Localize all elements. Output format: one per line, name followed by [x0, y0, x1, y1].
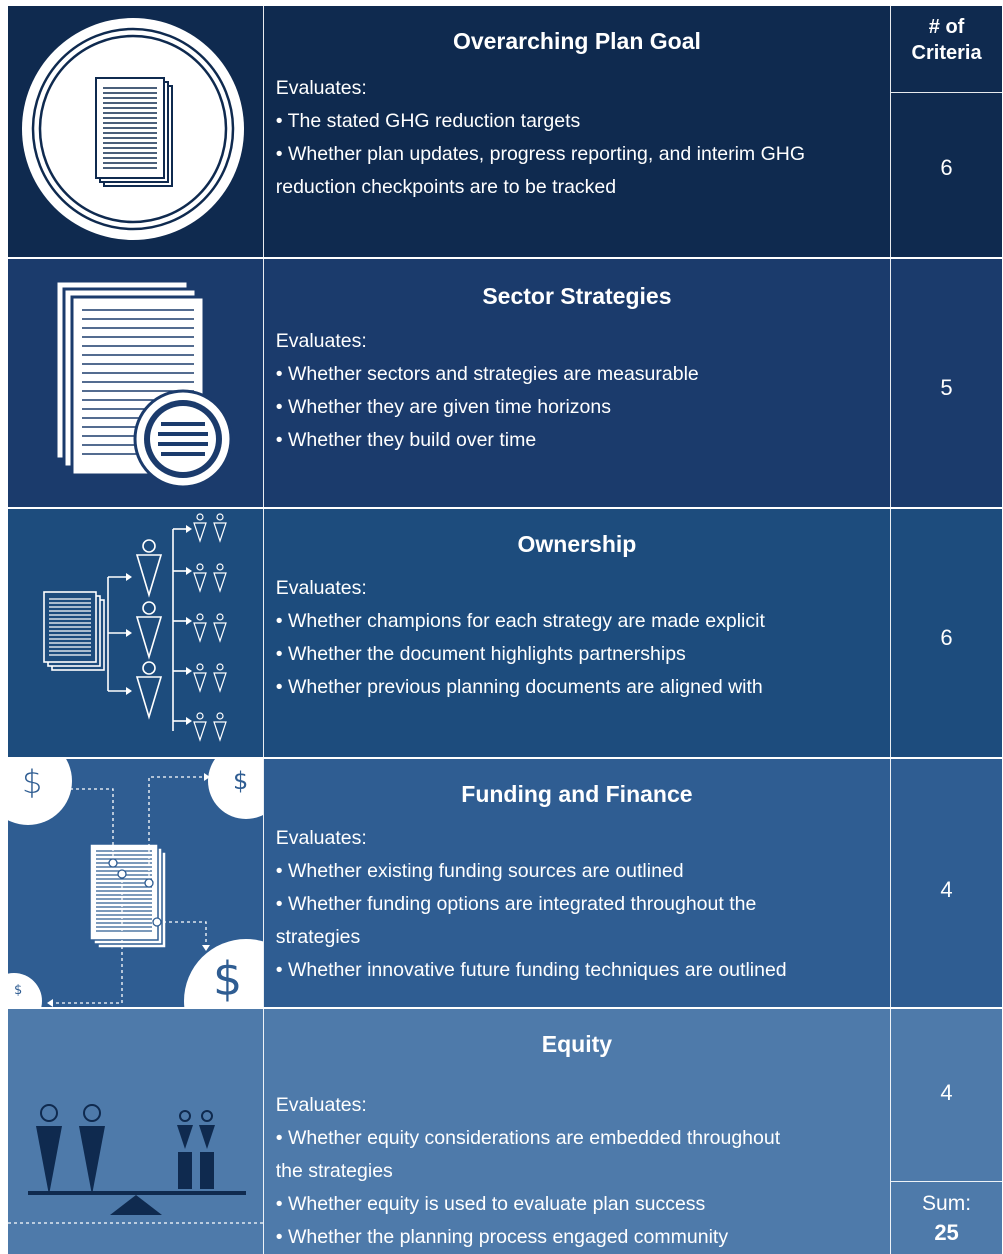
- dollar-icon: $: [213, 952, 242, 1006]
- criteria-line: • Whether the document highlights partne…: [275, 643, 686, 665]
- ownership-description: Ownership Evaluates: • Whether champions…: [264, 509, 892, 757]
- row-equity: Equity Evaluates: • Whether equity consi…: [8, 1009, 1002, 1254]
- evaluates-label: Evaluates:: [275, 77, 367, 99]
- row-overarching-plan-goal: Overarching Plan Goal Evaluates: • The s…: [8, 6, 1002, 257]
- criteria-count: 5: [940, 375, 953, 400]
- equity-description: Equity Evaluates: • Whether equity consi…: [264, 1009, 892, 1254]
- funding-description: Funding and Finance Evaluates: • Whether…: [264, 759, 892, 1007]
- sum-value: 25: [934, 1220, 959, 1245]
- funding-count-cell: 4: [891, 759, 1002, 1007]
- row-funding-and-finance: $ $ $ $: [8, 759, 1002, 1007]
- criteria-line: • Whether they build over time: [275, 429, 537, 451]
- sector-strategies-icon-cell: [8, 259, 264, 507]
- equity-icon-cell: [8, 1009, 264, 1254]
- criteria-line: reduction checkpoints are to be tracked: [275, 176, 617, 198]
- sum-cell: Sum: 25: [891, 1181, 1002, 1254]
- sector-strategies-description: Sector Strategies Evaluates: • Whether s…: [264, 259, 892, 507]
- criteria-line: • Whether equity considerations are embe…: [275, 1127, 781, 1149]
- criteria-line: • Whether plan updates, progress reporti…: [275, 143, 805, 165]
- funding-flow-icon: $ $ $ $: [8, 759, 263, 1007]
- evaluates-label: Evaluates:: [275, 1094, 367, 1116]
- criteria-line: strategies: [275, 926, 361, 948]
- criteria-line: the strategies: [275, 1160, 393, 1182]
- plan-goal-description: Overarching Plan Goal Evaluates: • The s…: [264, 6, 892, 257]
- criteria-header: # of Criteria: [891, 14, 1002, 66]
- org-chart-icon: [43, 513, 227, 742]
- criteria-header-line1: # of: [928, 16, 965, 38]
- equity-count-cell: 4 Sum: 25: [891, 1009, 1002, 1254]
- funding-icon-cell: $ $ $ $: [8, 759, 264, 1007]
- criteria-line: • Whether funding options are integrated…: [275, 893, 757, 915]
- criteria-line: • Whether the planning process engaged c…: [275, 1226, 729, 1248]
- criteria-line: • Whether existing funding sources are o…: [275, 860, 684, 882]
- document-list-icon: [54, 279, 233, 489]
- sector-strategies-count-cell: 5: [891, 259, 1002, 507]
- criteria-line: • Whether previous planning documents ar…: [275, 676, 763, 698]
- criteria-count: 4: [940, 1080, 953, 1105]
- criteria-line: • Whether they are given time horizons: [275, 396, 611, 418]
- row-ownership: Ownership Evaluates: • Whether champions…: [8, 509, 1002, 757]
- criteria-line: • Whether champions for each strategy ar…: [275, 610, 765, 632]
- evaluates-label: Evaluates:: [275, 827, 367, 849]
- dollar-icon: $: [14, 983, 22, 998]
- evaluates-label: Evaluates:: [275, 330, 367, 352]
- criteria-count: 4: [940, 877, 953, 902]
- plan-goal-icon-cell: [8, 6, 264, 257]
- plan-goal-count-cell: # of Criteria 6: [891, 6, 1002, 257]
- criteria-count: 6: [940, 625, 953, 650]
- dollar-icon: $: [233, 767, 248, 795]
- row-title: Funding and Finance: [461, 781, 693, 807]
- criteria-count: 6: [940, 155, 953, 180]
- document-seal-icon: [22, 18, 244, 240]
- ownership-icon-cell: [8, 509, 264, 757]
- evaluates-label: Evaluates:: [275, 577, 367, 599]
- row-title: Sector Strategies: [482, 283, 672, 309]
- row-title: Overarching Plan Goal: [452, 28, 701, 54]
- row-sector-strategies: Sector Strategies Evaluates: • Whether s…: [8, 259, 1002, 507]
- criteria-line: • Whether equity is used to evaluate pla…: [275, 1193, 706, 1215]
- row-title: Equity: [541, 1031, 613, 1057]
- row-title: Ownership: [517, 531, 637, 557]
- dollar-icon: $: [22, 763, 42, 801]
- criteria-line: • The stated GHG reduction targets: [275, 110, 581, 132]
- balance-scale-icon: [8, 1104, 263, 1224]
- criteria-header-line2: Criteria: [911, 42, 982, 64]
- ownership-count-cell: 6: [891, 509, 1002, 757]
- sum-label: Sum:: [922, 1192, 972, 1215]
- criteria-line: • Whether sectors and strategies are mea…: [275, 363, 699, 385]
- criteria-line: • Whether innovative future funding tech…: [275, 959, 787, 981]
